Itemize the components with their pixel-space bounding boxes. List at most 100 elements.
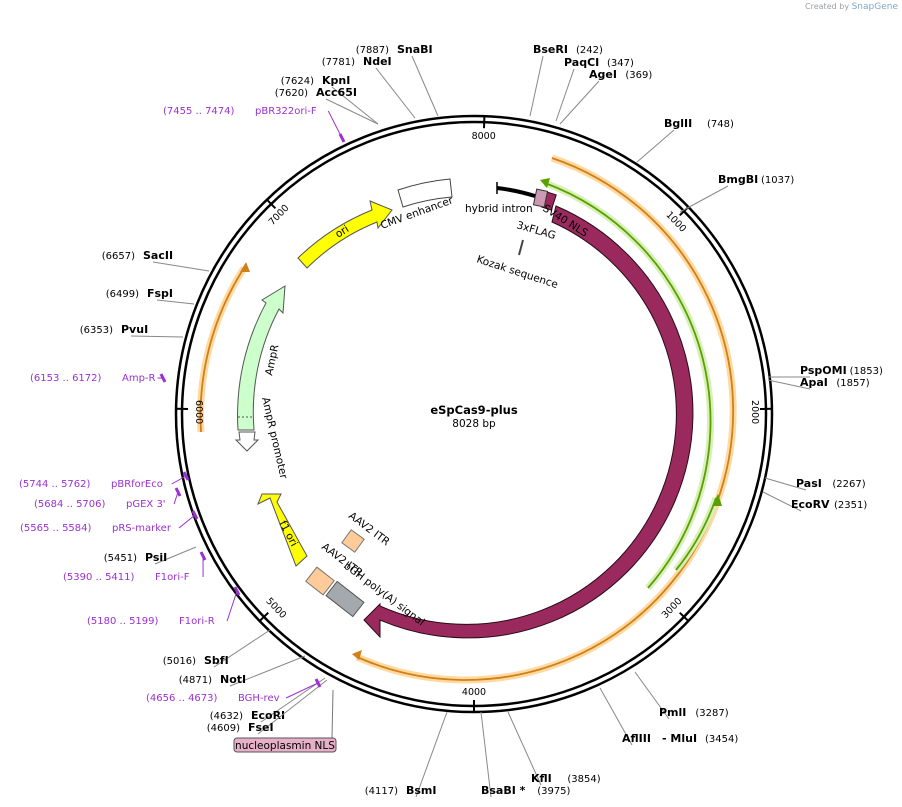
site-name: SbfI — [204, 654, 229, 667]
hybrid-intron-label: hybrid intron — [465, 203, 533, 215]
primer-name: pGEX 3' — [126, 499, 166, 510]
restriction-site[interactable]: BglII(748) — [636, 117, 734, 163]
restriction-site[interactable]: (6499)FspI — [106, 287, 195, 305]
restriction-site[interactable]: (5016)SbfI — [163, 629, 271, 668]
restriction-site[interactable]: AflIII- MluI — [599, 687, 697, 746]
restriction-site[interactable]: AgeI(369) — [559, 68, 652, 125]
site-leader-line — [767, 379, 811, 390]
site-name: BmgBI — [718, 173, 758, 186]
restriction-site[interactable]: PspOMI(1853) — [768, 364, 883, 378]
credit-prefix: Created by — [805, 2, 850, 11]
site-leader-line — [257, 679, 328, 735]
tick-label: 4000 — [462, 687, 486, 698]
restriction-site[interactable]: (4632)EcoRI — [210, 677, 326, 723]
kozak-marker — [518, 239, 524, 256]
site-name: BseRI — [533, 43, 568, 56]
site-leader-line — [599, 687, 633, 746]
restriction-site[interactable]: EcoRV (2351) — [762, 491, 867, 512]
site-name: EcoRI — [251, 709, 285, 722]
orf-orange-arc-2 — [356, 504, 717, 681]
f1-ori-feature[interactable] — [257, 493, 308, 567]
restriction-site[interactable]: BseRI(242) — [529, 43, 603, 117]
site-name: PsiI — [145, 551, 167, 564]
restriction-site[interactable]: (3454) — [705, 734, 738, 745]
aav2-itr-feature-a[interactable] — [341, 529, 365, 553]
site-name: FseI — [248, 721, 274, 734]
restriction-site[interactable]: BmgBI(1037) — [679, 173, 794, 213]
restriction-site[interactable]: KflI(3854) — [507, 711, 601, 786]
primer[interactable]: (5390 .. 5411)F1ori-F — [63, 551, 207, 583]
primer-site-mark — [159, 373, 167, 383]
restriction-site[interactable]: (7887)SnaBI — [356, 43, 439, 117]
tick-label: 2000 — [749, 400, 760, 424]
primer[interactable]: (5180 .. 5199)F1ori-R — [87, 586, 241, 627]
primer[interactable]: (7455 .. 7474)pBR322ori-F — [163, 106, 346, 143]
restriction-site[interactable]: BsaBI *(3975) — [480, 711, 571, 798]
site-leader-line — [154, 546, 197, 565]
restriction-site[interactable]: (4871)NotI — [179, 655, 306, 687]
primer-range: (4656 .. 4673) — [146, 693, 218, 704]
restriction-site[interactable]: (5451)PsiI — [104, 546, 197, 565]
site-leader-line — [555, 68, 575, 122]
primer[interactable]: (6153 .. 6172)Amp-R — [30, 373, 167, 384]
site-leader-line — [375, 67, 416, 119]
primer-name: F1ori-R — [179, 616, 215, 627]
site-name: Acc65I — [316, 86, 357, 99]
primer[interactable]: (5565 .. 5584)pRS-marker — [20, 510, 199, 534]
primer-range: (5684 .. 5706) — [34, 499, 106, 510]
site-position: (1853) — [850, 366, 883, 377]
primer-site-mark — [191, 510, 199, 520]
primer-site-mark — [338, 133, 346, 143]
aav2-itr-feature-b[interactable] — [305, 566, 335, 596]
primer-leader-line — [226, 590, 238, 622]
site-leader-line — [679, 185, 729, 213]
orf-green-arrowhead-2 — [712, 494, 722, 506]
site-position: (2267) — [832, 479, 865, 490]
bgh-polya-feature[interactable] — [325, 580, 365, 618]
site-name: BglII — [664, 117, 692, 130]
restriction-site[interactable]: PmlI(3287) — [634, 671, 729, 720]
site-name: ApaI — [800, 376, 828, 389]
primer[interactable]: (5744 .. 5762)pBRforEco — [19, 471, 190, 490]
tick-mark — [266, 198, 277, 209]
site-name: SnaBI — [397, 43, 433, 56]
f1-ori-label: f1 ori — [276, 519, 299, 549]
restriction-site[interactable]: (7620)Acc65I — [275, 86, 379, 125]
restriction-site[interactable]: PasI(2267) — [764, 477, 866, 491]
site-leader-line — [764, 477, 807, 491]
site-name: EcoRV — [791, 498, 830, 511]
primer[interactable]: (4656 .. 4673)BGH-rev — [146, 678, 322, 704]
restriction-site[interactable]: (4117)BsmI — [365, 711, 448, 798]
restriction-sites: (7887)SnaBI(7781)NdeI(7624)KpnI(7620)Acc… — [80, 43, 883, 798]
cmv-enhancer-feature[interactable] — [397, 178, 453, 208]
restriction-site[interactable]: (7781)NdeI — [322, 55, 416, 119]
hybrid-intron-feature[interactable] — [496, 186, 536, 198]
site-position: (2351) — [834, 500, 867, 511]
tick-label: 8000 — [472, 131, 496, 142]
site-position: (1857) — [836, 378, 869, 389]
site-name: SacII — [143, 249, 173, 262]
restriction-site[interactable]: (4609)FseI — [207, 679, 328, 735]
site-leader-line — [130, 335, 184, 338]
snapgene-credit: Created by SnapGene — [805, 2, 898, 12]
restriction-site[interactable]: (6657)SacII — [102, 249, 210, 272]
site-leader-line — [152, 261, 210, 272]
restriction-site[interactable]: (6353)PvuI — [80, 323, 184, 338]
ampr-feature[interactable] — [237, 285, 286, 431]
cas9-feature[interactable] — [363, 205, 694, 639]
restriction-site[interactable]: (7624)KpnI — [281, 74, 379, 125]
orf-orange-arc-1 — [551, 157, 735, 506]
ori-feature[interactable] — [297, 200, 393, 269]
primer[interactable]: (5684 .. 5706) pGEX 3' — [34, 487, 182, 510]
flag-feature[interactable] — [532, 188, 549, 208]
tick-mark — [679, 611, 690, 622]
primer-range: (5565 .. 5584) — [20, 523, 92, 534]
site-leader-line — [559, 80, 600, 125]
restriction-site[interactable]: ApaI (1857) — [767, 376, 870, 390]
nls-box[interactable] — [233, 737, 337, 753]
restriction-site[interactable]: PaqCI(347) — [555, 56, 634, 122]
ampr-promoter-feature[interactable] — [234, 431, 260, 452]
site-position: (347) — [607, 58, 634, 69]
tick-label: 6000 — [193, 400, 204, 424]
plasmid-size: 8028 bp — [452, 418, 496, 430]
